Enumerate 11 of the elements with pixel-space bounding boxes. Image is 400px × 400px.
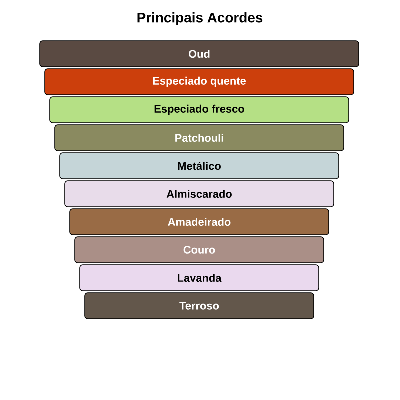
funnel-bar: Especiado fresco (50, 96, 350, 124)
title: Principais Acordes (138, 12, 263, 26)
funnel-bar: Amadeirado (70, 208, 330, 236)
funnel-bar: Lavanda (80, 264, 320, 292)
funnel-bar: Couro (74, 236, 324, 264)
funnel-bar: Almiscarado (64, 180, 334, 208)
funnel-bar: Patchouli (54, 124, 344, 152)
funnel-bar: Oud (40, 40, 360, 68)
funnel-bar: Terroso (84, 292, 314, 320)
funnel-bar: Metálico (60, 152, 340, 180)
funnel-bar: Especiado quente (44, 68, 354, 96)
